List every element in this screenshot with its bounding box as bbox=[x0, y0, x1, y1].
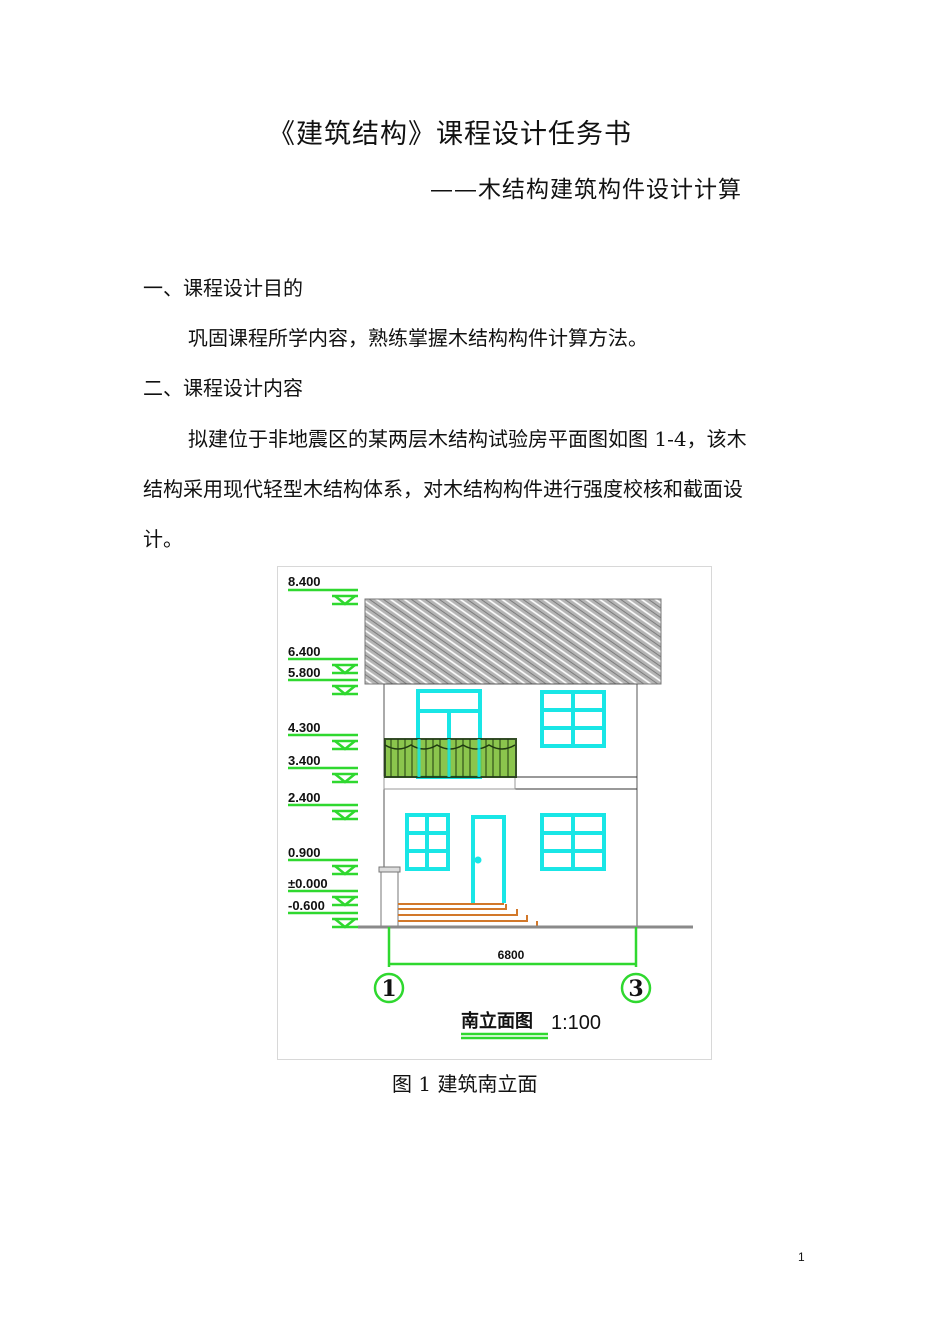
lower-left-window bbox=[405, 813, 450, 871]
svg-text:0.900: 0.900 bbox=[288, 845, 321, 860]
entrance-pillar bbox=[378, 866, 401, 928]
balcony-railing bbox=[384, 738, 517, 778]
drawing-scale: 1:100 bbox=[551, 1012, 601, 1034]
axis-bubble-3: 3 bbox=[620, 972, 652, 1004]
building-wall bbox=[383, 683, 638, 928]
drawing-title: 南立面图 bbox=[461, 1010, 533, 1032]
section-paragraph-line: 计。 bbox=[143, 527, 183, 551]
document-title: 《建筑结构》课程设计任务书 bbox=[268, 119, 632, 150]
axis-bubble-1: 1 bbox=[373, 972, 405, 1004]
svg-text:2.400: 2.400 bbox=[288, 790, 321, 805]
section-paragraph: 巩固课程所学内容，熟练掌握木结构构件计算方法。 bbox=[188, 326, 648, 350]
front-door bbox=[471, 815, 506, 903]
svg-text:5.800: 5.800 bbox=[288, 665, 321, 680]
elevation-drawing: 8.400 6.400 5.800 4.300 3.400 2.400 0.90… bbox=[288, 574, 693, 1040]
upper-right-window bbox=[540, 690, 606, 748]
section-paragraph-line: 拟建位于非地震区的某两层木结构试验房平面图如图 1-4，该木 bbox=[188, 427, 747, 451]
south-elevation-figure: 8.400 6.400 5.800 4.300 3.400 2.400 0.90… bbox=[277, 566, 712, 1060]
figure-caption: 图 1 建筑南立面 bbox=[392, 1072, 538, 1096]
roof bbox=[364, 598, 662, 685]
svg-text:3: 3 bbox=[628, 976, 643, 1002]
svg-text:-0.600: -0.600 bbox=[288, 898, 325, 913]
elevation-markers bbox=[288, 588, 358, 929]
dimension-value: 6800 bbox=[498, 948, 525, 962]
svg-text:±0.000: ±0.000 bbox=[288, 876, 328, 891]
elevation-labels: 8.400 6.400 5.800 4.300 3.400 2.400 0.90… bbox=[288, 574, 328, 913]
svg-text:1: 1 bbox=[381, 976, 396, 1002]
dimension-line bbox=[387, 927, 638, 967]
svg-text:4.300: 4.300 bbox=[288, 720, 321, 735]
svg-text:6.400: 6.400 bbox=[288, 644, 321, 659]
lower-right-window bbox=[540, 813, 606, 871]
svg-text:3.400: 3.400 bbox=[288, 753, 321, 768]
section-heading-purpose: 一、课程设计目的 bbox=[143, 276, 303, 300]
section-heading-content: 二、课程设计内容 bbox=[143, 376, 303, 400]
section-paragraph-line: 结构采用现代轻型木结构体系，对木结构构件进行强度校核和截面设 bbox=[143, 477, 743, 501]
svg-text:8.400: 8.400 bbox=[288, 574, 321, 589]
document-subtitle: ——木结构建筑构件设计计算 bbox=[430, 177, 742, 203]
page-number: 1 bbox=[798, 1250, 805, 1264]
